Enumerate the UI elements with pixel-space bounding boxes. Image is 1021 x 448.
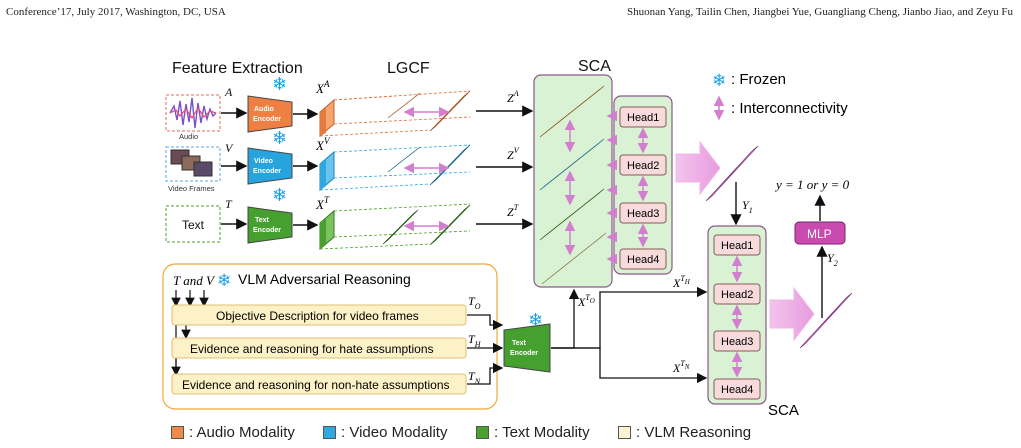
big-arrow-top: [675, 140, 721, 196]
vlm-title: VLM Adversarial Reasoning: [238, 271, 411, 287]
heads-bottom: Head1 Head2 Head3 Head4: [713, 234, 761, 400]
lgcf-audio-bars: [387, 90, 471, 132]
vlm-swatch: [618, 426, 631, 439]
lgcf-video-bars: [387, 144, 471, 186]
y1-label: Y1: [742, 198, 753, 215]
audio-caption: Audio: [179, 132, 198, 141]
vlm-step-2: Evidence and reasoning for hate assumpti…: [190, 342, 434, 356]
svg-text:Encoder: Encoder: [253, 168, 281, 175]
fused-vector-top: [705, 145, 759, 202]
legend-audio-label: : Audio Modality: [189, 424, 295, 441]
xt-feature-block: [319, 209, 335, 251]
sca-top-block: [533, 74, 613, 288]
vlm-step-objective: [171, 304, 467, 326]
svg-text:Encoder: Encoder: [253, 116, 281, 123]
vlm-reasoning-panel: [162, 263, 498, 410]
lgcf-text-projection: [319, 203, 471, 250]
th-label: TH: [468, 332, 482, 349]
title-sca-top: SCA: [578, 58, 611, 75]
tn-label: TN: [468, 369, 481, 386]
head-top-1: Head1: [627, 112, 659, 124]
xv-feature-block: [319, 150, 335, 192]
text-encoder-2: Text Encoder: [503, 323, 551, 373]
xv-label: XV: [315, 136, 331, 153]
head-bottom-1: Head1: [721, 240, 753, 252]
xtn-label: XTN: [672, 359, 690, 375]
snowflake-icon: ❄: [528, 310, 543, 330]
head-top-2: Head2: [627, 160, 659, 172]
xa-label: XA: [315, 79, 330, 96]
heads-top: Head1 Head2 Head3 Head4: [619, 106, 667, 270]
lgcf-audio-projection: [319, 90, 471, 137]
mlp-block: [794, 221, 846, 245]
key-interconnectivity: : Interconnectivity: [731, 100, 848, 117]
legend-vlm-label: : VLM Reasoning: [636, 424, 752, 441]
header-right: Shuonan Yang, Tailin Chen, Jiangbei Yue,…: [626, 6, 1013, 18]
video-frames-icon: [170, 149, 213, 177]
text-encoder: Text Encoder: [247, 206, 293, 244]
vlm-step-1: Objective Description for video frames: [216, 309, 419, 323]
lgcf-text-bars: [382, 204, 471, 246]
snowflake-icon: ❄: [272, 128, 287, 148]
svg-text:Audio: Audio: [254, 106, 274, 113]
header-left: Conference’17, July 2017, Washington, DC…: [6, 6, 226, 18]
head-bottom-4: Head4: [721, 384, 753, 396]
text-letter: T: [225, 197, 233, 211]
xa-feature-block: [319, 98, 335, 138]
vlm-inputs-label: T and V: [173, 273, 216, 288]
zt-label: ZT: [507, 203, 519, 219]
vlm-step-3: Evidence and reasoning for non-hate assu…: [182, 378, 450, 392]
legend-video: : Video Modality: [323, 424, 447, 441]
vlm-step-nonhate: [171, 373, 467, 395]
audio-swatch: [171, 426, 184, 439]
title-sca-bottom: SCA: [768, 402, 799, 419]
svg-text:Text: Text: [512, 340, 527, 347]
legend-video-label: : Video Modality: [341, 424, 448, 441]
text-swatch: [476, 426, 489, 439]
xto-label: XTO: [577, 293, 595, 309]
head-top-4: Head4: [627, 254, 659, 266]
vlm-step-hate: [171, 337, 467, 359]
xt-label: XT: [315, 195, 330, 212]
text-input-box: [165, 205, 221, 243]
svg-text:Encoder: Encoder: [510, 350, 538, 357]
y2-label: Y2: [827, 251, 838, 268]
to-label: TO: [468, 294, 481, 311]
video-letter: V: [225, 141, 234, 155]
head-bottom-2: Head2: [721, 289, 753, 301]
audio-waveform-icon: [169, 97, 217, 129]
snowflake-icon: ❄: [712, 71, 726, 90]
xth-label: XTH: [672, 274, 691, 290]
title-lgcf: LGCF: [387, 60, 430, 77]
audio-letter: A: [224, 85, 233, 99]
text-input-label: Text: [182, 218, 205, 232]
legend-audio: : Audio Modality: [171, 424, 295, 441]
head-bottom-3: Head3: [721, 336, 753, 348]
legend-text: : Text Modality: [476, 424, 590, 441]
output-label: y = 1 or y = 0: [774, 177, 850, 192]
snowflake-icon: ❄: [217, 271, 231, 290]
za-label: ZA: [507, 89, 519, 105]
head-top-3: Head3: [627, 208, 659, 220]
snowflake-icon: ❄: [272, 74, 287, 94]
video-encoder: Video Encoder: [247, 147, 293, 185]
title-feature-extraction: Feature Extraction: [172, 60, 303, 77]
lgcf-video-projection: [319, 144, 471, 191]
svg-text:Video: Video: [254, 158, 273, 165]
big-arrow-bottom: [769, 286, 815, 342]
sca-top-bars: [539, 85, 607, 285]
legend-text-label: : Text Modality: [494, 424, 590, 441]
zv-label: ZV: [507, 146, 520, 162]
audio-encoder: Audio Encoder: [247, 95, 293, 133]
svg-text:Text: Text: [255, 217, 270, 224]
legend-vlm: : VLM Reasoning: [618, 424, 751, 441]
snowflake-icon: ❄: [272, 185, 287, 205]
key-frozen: : Frozen: [731, 71, 786, 88]
svg-text:Encoder: Encoder: [253, 227, 281, 234]
video-caption: Video Frames: [168, 184, 215, 193]
video-swatch: [323, 426, 336, 439]
mlp-label: MLP: [807, 227, 832, 241]
fused-vector-bottom: [799, 292, 853, 349]
